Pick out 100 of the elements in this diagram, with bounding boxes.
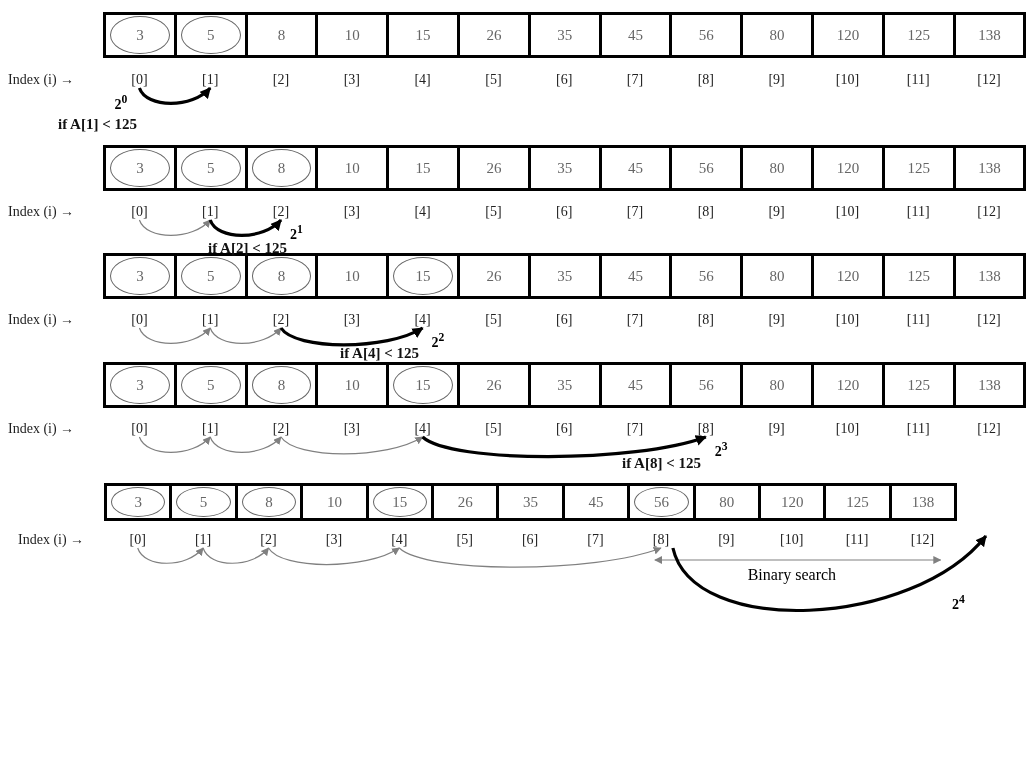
- index-caption: Index (i) →: [18, 532, 85, 548]
- edge-label: 2$^{1}$: [289, 222, 304, 242]
- index-label: [11]: [900, 72, 937, 88]
- condition-text: if A[2] < 125: [208, 240, 287, 256]
- array-cell: 125: [823, 483, 892, 521]
- array-cell: [103, 12, 177, 58]
- arrow: [267, 547, 400, 566]
- index-label: [8]: [687, 72, 724, 88]
- arrow: [654, 556, 942, 564]
- index-label: [7]: [617, 312, 653, 328]
- arrow: [209, 436, 282, 453]
- index-label: [6]: [546, 72, 583, 88]
- condition-text: if A[1] < 125: [58, 116, 137, 132]
- edge-label: Binary search: [746, 566, 838, 583]
- index-label: [3]: [333, 421, 370, 437]
- array-cell: 26: [457, 362, 531, 408]
- index-label: [4]: [404, 204, 441, 220]
- index-label: [7]: [617, 421, 653, 437]
- index-label: [9]: [758, 72, 795, 88]
- index-label: [5]: [446, 532, 483, 548]
- index-label: [12]: [971, 421, 1007, 437]
- index-label: [0]: [119, 532, 156, 548]
- index-label: [6]: [546, 204, 583, 220]
- index-label: [5]: [475, 421, 512, 437]
- index-label: [6]: [512, 532, 549, 548]
- index-label: [0]: [121, 72, 158, 88]
- array-cell: [103, 145, 177, 191]
- arrow: [138, 327, 211, 344]
- index-label: [8]: [642, 532, 679, 548]
- array-cell: [169, 483, 238, 521]
- array-cell: 26: [457, 145, 531, 191]
- index-label: [1]: [185, 532, 222, 548]
- index-label: [10]: [829, 312, 866, 328]
- index-label: [3]: [315, 532, 352, 548]
- index-label: [10]: [829, 204, 866, 220]
- index-label: [1]: [192, 204, 229, 220]
- index-label: [12]: [971, 72, 1007, 88]
- index-label: [6]: [546, 421, 583, 437]
- array-cell: 120: [811, 12, 885, 58]
- index-label: [2]: [263, 72, 299, 88]
- array-cell: 80: [740, 253, 814, 299]
- index-label: [8]: [687, 421, 724, 437]
- index-caption: Index (i) →: [8, 204, 75, 220]
- index-label: [11]: [900, 204, 937, 220]
- index-caption: Index (i) →: [8, 312, 75, 328]
- index-label: [1]: [192, 312, 229, 328]
- array-cell: [103, 253, 177, 299]
- arrow: [138, 436, 211, 453]
- arrow: [208, 218, 283, 237]
- index-label: [2]: [263, 312, 299, 328]
- arrow: [202, 547, 270, 564]
- index-label: [7]: [617, 72, 653, 88]
- array-cell: [386, 362, 460, 408]
- index-label: [0]: [121, 421, 158, 437]
- array-cell: [386, 253, 460, 299]
- arrow: [279, 326, 424, 347]
- index-label: [11]: [839, 532, 876, 548]
- index-label: [4]: [381, 532, 418, 548]
- circled-value: 56: [634, 487, 689, 517]
- index-label: [1]: [192, 421, 229, 437]
- index-label: [2]: [263, 204, 299, 220]
- index-label: [12]: [904, 532, 941, 548]
- array-cell: 120: [811, 253, 885, 299]
- arrow: [138, 219, 211, 236]
- index-label: [5]: [475, 72, 512, 88]
- array-cell: 26: [457, 253, 531, 299]
- index-label: [7]: [577, 532, 614, 548]
- condition-text: if A[8] < 125: [622, 455, 701, 471]
- arrow: [138, 86, 212, 105]
- array-cell: [103, 362, 177, 408]
- index-label: [10]: [829, 72, 866, 88]
- index-caption: Index (i) →: [8, 72, 75, 88]
- index-label: [8]: [687, 312, 724, 328]
- index-label: [7]: [617, 204, 653, 220]
- circled-value: 5: [176, 487, 231, 517]
- edge-label: 2$^{4}$: [950, 592, 966, 612]
- index-label: [12]: [971, 204, 1007, 220]
- edge-label: 2$^{0}$: [113, 92, 129, 112]
- index-label: [4]: [404, 72, 441, 88]
- index-label: [6]: [546, 312, 583, 328]
- index-label: [2]: [263, 421, 299, 437]
- index-caption: Index (i) →: [8, 421, 75, 437]
- index-label: [5]: [475, 204, 512, 220]
- array-cell: 80: [740, 12, 814, 58]
- index-label: [9]: [758, 312, 795, 328]
- edge-label: 2$^{2}$: [430, 330, 446, 350]
- index-label: [2]: [250, 532, 287, 548]
- arrow: [421, 434, 707, 459]
- index-label: [5]: [475, 312, 512, 328]
- array-cell: 15: [386, 145, 460, 191]
- index-label: [4]: [404, 312, 441, 328]
- arrow: [209, 327, 282, 344]
- array-cell: 80: [740, 145, 814, 191]
- index-label: [1]: [192, 72, 229, 88]
- index-label: [0]: [121, 312, 158, 328]
- index-label: [3]: [333, 72, 370, 88]
- index-label: [3]: [333, 312, 370, 328]
- array-cell: 26: [457, 12, 531, 58]
- arrow: [398, 546, 662, 568]
- arrow: [137, 547, 204, 564]
